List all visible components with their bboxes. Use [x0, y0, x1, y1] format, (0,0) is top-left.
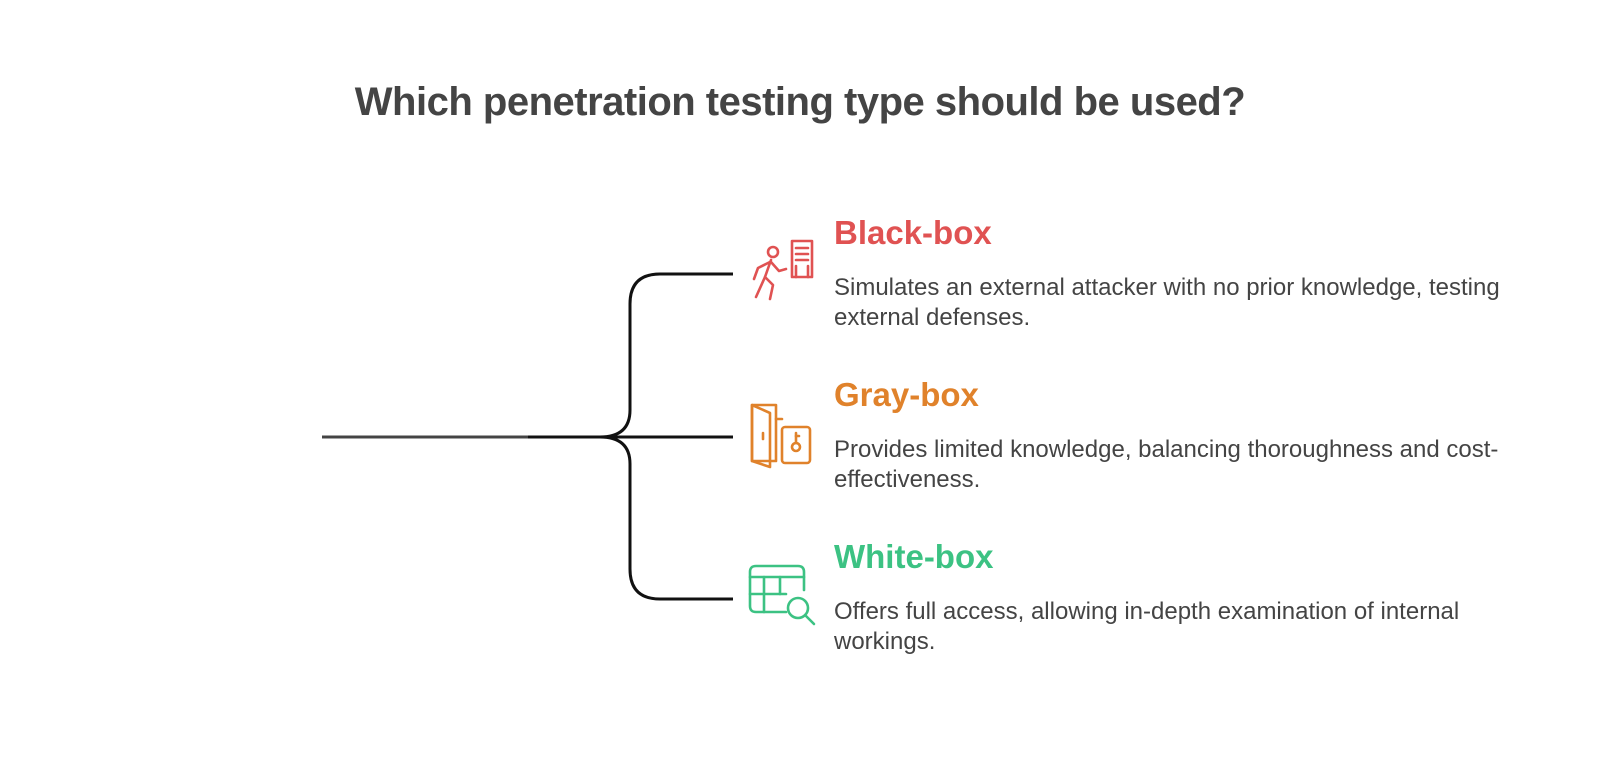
branch-black-box — [599, 272, 733, 439]
option-title-gray-box: Gray-box — [834, 376, 979, 413]
table-search-icon — [748, 564, 818, 634]
door-and-key-icon — [748, 401, 818, 471]
branch-white-box — [599, 435, 733, 601]
option-description-gray-box: Provides limited knowledge, balancing th… — [834, 436, 1499, 493]
option-description-white-box: Offers full access, allowing in-depth ex… — [834, 598, 1460, 655]
option-description-black-box: Simulates an external attacker with no p… — [834, 274, 1500, 331]
option-title-white-box: White-box — [834, 538, 994, 575]
person-walking-to-door-icon — [746, 239, 816, 309]
option-title-black-box: Black-box — [834, 214, 992, 251]
diagram-title: Which penetration testing type should be… — [354, 80, 1246, 124]
